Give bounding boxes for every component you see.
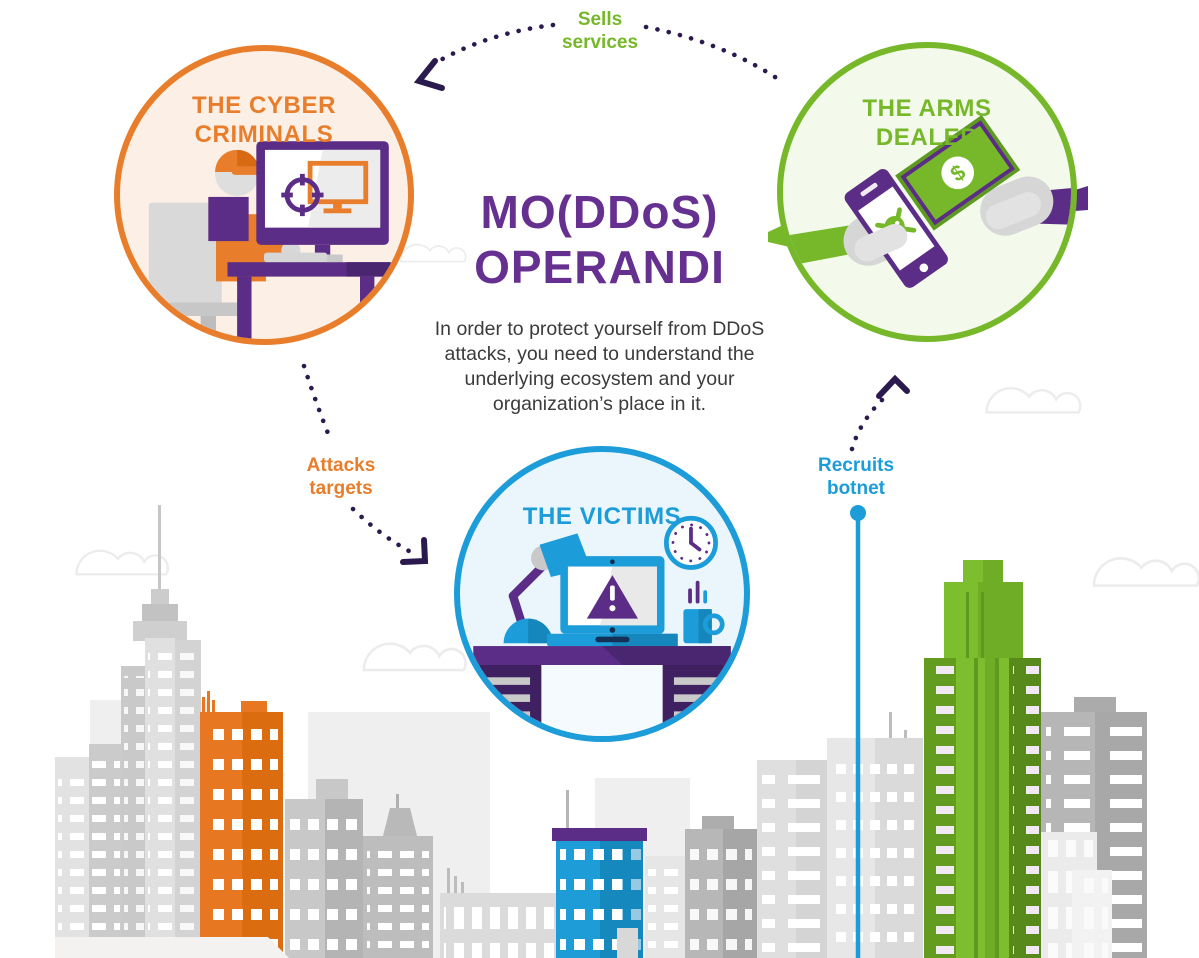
node-cyber-criminals: THE CYBER CRIMINALS: [114, 45, 414, 345]
arrowhead-to-dealer: [876, 374, 910, 399]
botnet-pin: [850, 505, 866, 958]
malware-for-money-exchange-illustration: $: [783, 114, 1071, 288]
edge-label-sells-services: Sells services: [561, 9, 639, 53]
workstation-under-attack-illustration: [469, 515, 735, 736]
dotted-paths: [301, 22, 887, 554]
page-title: MO(DDoS) OPERANDI: [474, 186, 725, 293]
cyber-criminals-label: THE CYBER CRIMINALS: [191, 92, 337, 148]
node-arms-dealer: $ THE: [777, 42, 1077, 342]
victims-label: THE VICTIMS: [522, 503, 682, 530]
arrowhead-to-victims: [400, 537, 429, 565]
arms-dealer-label: THE ARMS DEALER: [862, 95, 992, 151]
node-victims: THE VICTIMS: [454, 446, 750, 742]
edge-label-attacks-targets: Attacks targets: [306, 455, 376, 499]
intro-text: In order to protect yourself from DDoS a…: [434, 318, 765, 415]
edge-label-recruits-botnet: Recruits botnet: [817, 455, 895, 499]
hacker-at-computer-illustration: [148, 141, 391, 339]
arrowhead-to-criminals: [413, 58, 445, 91]
